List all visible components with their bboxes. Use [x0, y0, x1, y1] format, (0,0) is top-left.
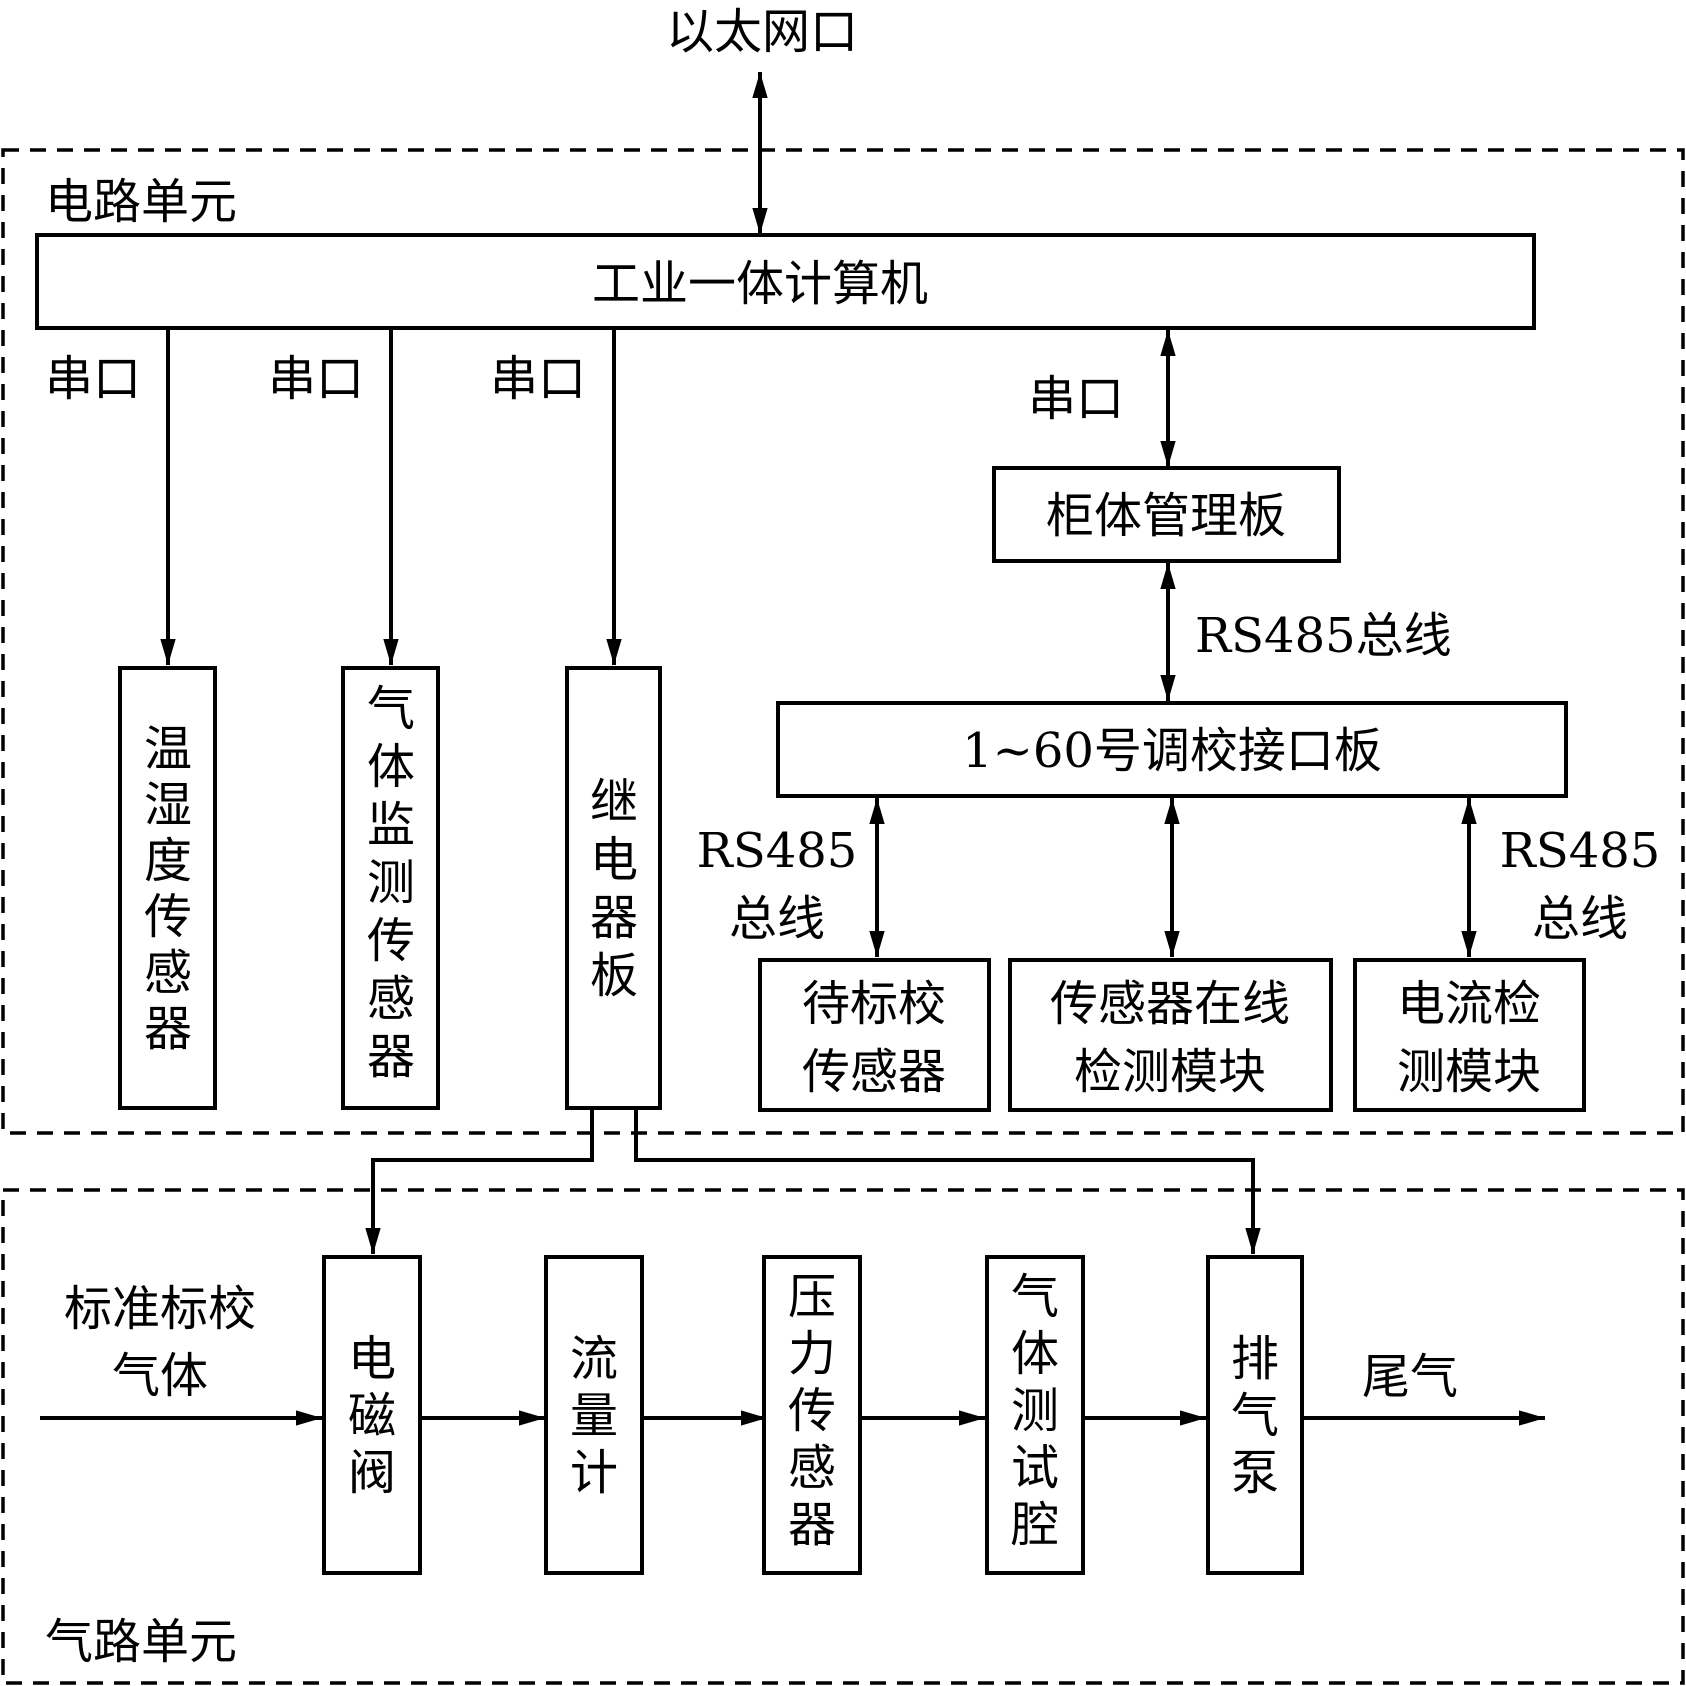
rs485-label-right: RS485 — [1500, 823, 1661, 879]
gas-monitor-sensor-label: 气体监测传感器 — [367, 681, 415, 1085]
gas-inlet-line1: 标准标校 — [64, 1281, 256, 1337]
gas-unit-label: 气路单元 — [45, 1614, 237, 1670]
current-detection-module-box — [1353, 958, 1586, 1112]
industrial-pc-label: 工业一体计算机 — [592, 256, 928, 312]
sensor-to-calibrate-line2: 传感器 — [802, 1044, 946, 1100]
sensor-to-calibrate-line1: 待标校 — [802, 976, 946, 1032]
temp-humidity-sensor-box — [118, 666, 217, 1110]
relay-board-box — [565, 666, 662, 1110]
pressure-sensor-box — [762, 1255, 862, 1575]
exhaust-pump-label: 排气泵 — [1231, 1331, 1279, 1501]
exhaust-gas-label: 尾气 — [1362, 1349, 1458, 1405]
circuit-unit-boundary — [1, 148, 1685, 1135]
relay-to-pump-line — [634, 1110, 1261, 1254]
gas-test-chamber-label: 气体测试腔 — [1011, 1269, 1059, 1553]
gas-inlet-line2: 气体 — [112, 1348, 208, 1404]
pressure-sensor-label: 压力传感器 — [788, 1269, 836, 1553]
serial-port-label-1: 串口 — [45, 351, 141, 407]
relay-to-solenoid-line — [365, 1110, 594, 1254]
gas-unit-boundary — [1, 1188, 1685, 1685]
industrial-pc-box — [35, 233, 1536, 330]
solenoid-valve-label: 电磁阀 — [348, 1331, 396, 1501]
bus-label-left: 总线 — [729, 891, 825, 947]
sensor-to-calibrate-box — [758, 958, 991, 1112]
gas-test-chamber-box — [985, 1255, 1085, 1575]
solenoid-valve-box — [322, 1255, 422, 1575]
cabinet-management-board-label: 柜体管理板 — [1046, 488, 1286, 544]
relay-board-label: 继电器板 — [590, 774, 638, 1004]
online-detection-module-line2: 检测模块 — [1074, 1044, 1266, 1100]
serial-port-label-2: 串口 — [268, 351, 364, 407]
interface-boards-box — [776, 701, 1568, 798]
flowmeter-box — [544, 1255, 644, 1575]
serial-port-label-4: 串口 — [1028, 371, 1124, 427]
interface-boards-label: 1~60号调校接口板 — [962, 723, 1382, 779]
temp-humidity-sensor-label: 温湿度传感器 — [144, 721, 192, 1057]
rs485-label-left: RS485 — [697, 823, 858, 879]
current-detection-module-line2: 测模块 — [1397, 1044, 1541, 1100]
exhaust-pump-box — [1206, 1255, 1304, 1575]
current-detection-module-line1: 电流检 — [1397, 976, 1541, 1032]
bus-label-right: 总线 — [1532, 891, 1628, 947]
online-detection-module-box — [1008, 958, 1333, 1112]
rs485-bus-label-main: RS485总线 — [1195, 608, 1452, 664]
cabinet-management-board-box — [992, 466, 1341, 563]
circuit-unit-label: 电路单元 — [45, 174, 237, 230]
flowmeter-label: 流量计 — [570, 1331, 618, 1501]
ethernet-port-label: 以太网口 — [666, 4, 858, 60]
online-detection-module-line1: 传感器在线 — [1050, 976, 1290, 1032]
gas-monitor-sensor-box — [341, 666, 440, 1110]
serial-port-label-3: 串口 — [490, 351, 586, 407]
